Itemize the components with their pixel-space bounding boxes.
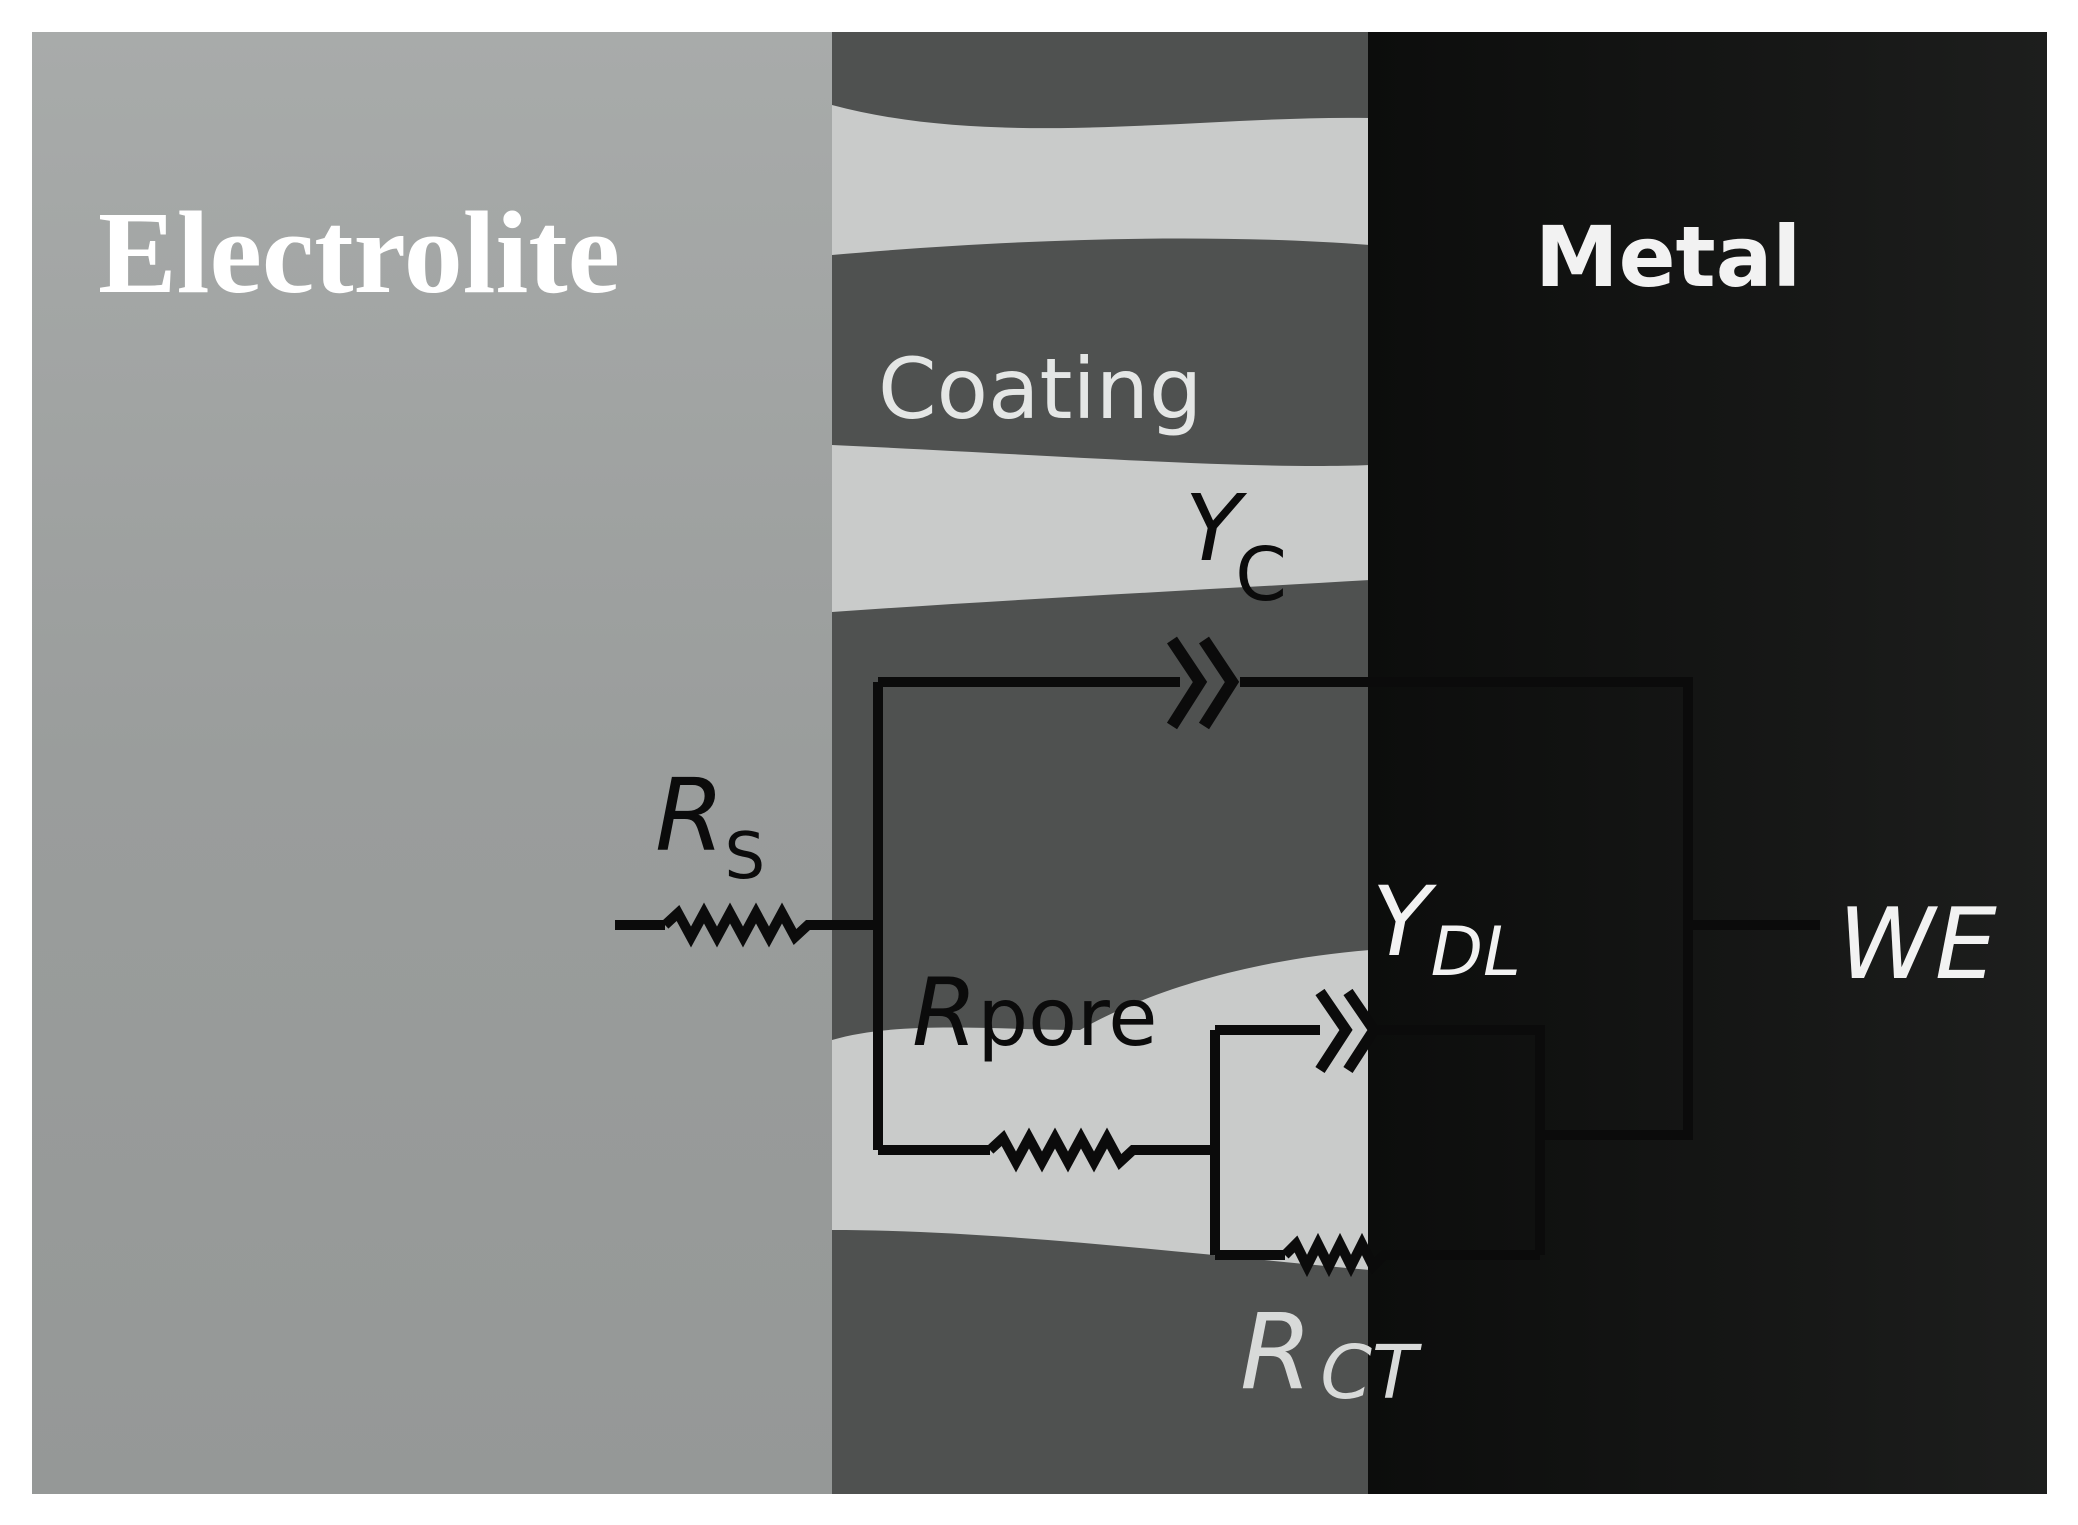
rct-label-main: R [1240, 1291, 1312, 1413]
yc-cpe-symbol [1166, 636, 1240, 730]
rpore-resistor [986, 1127, 1215, 1173]
rpore-label-main: R [912, 959, 977, 1068]
coating-region [832, 32, 1370, 1494]
rpore-label: Rpore [912, 959, 1157, 1068]
rct-resistor [1281, 1232, 1540, 1278]
rs-label-sub: S [724, 820, 765, 894]
top-branch-wire-right [1240, 677, 1693, 1140]
electrolyte-label: Electrolite [98, 187, 620, 318]
circuit [615, 677, 1820, 1278]
we-label: WE [1838, 888, 1997, 1002]
rct-label-sub: CT [1320, 1330, 1423, 1416]
coating-label: Coating [878, 340, 1202, 438]
rs-resistor [661, 902, 878, 948]
ydl-label-sub: DL [1431, 913, 1521, 992]
metal-label: Metal [1535, 208, 1801, 306]
ydl-cpe-symbol [1315, 988, 1381, 1073]
ydl-label: YDL [1372, 866, 1521, 992]
ydl-label-main: Y [1372, 866, 1437, 978]
coating-pore-middle [832, 445, 1370, 612]
yc-label-sub: C [1235, 532, 1287, 618]
rs-label-main: R [655, 757, 724, 874]
rs-label: RS [655, 757, 765, 894]
yc-label: YC [1185, 475, 1287, 618]
electrolyte-region [32, 32, 837, 1494]
rpore-label-rest: pore [977, 971, 1157, 1064]
inner-box-top-right-wire [1378, 1025, 1545, 1255]
coating-pore-top [832, 105, 1370, 255]
yc-label-main: Y [1185, 475, 1248, 582]
